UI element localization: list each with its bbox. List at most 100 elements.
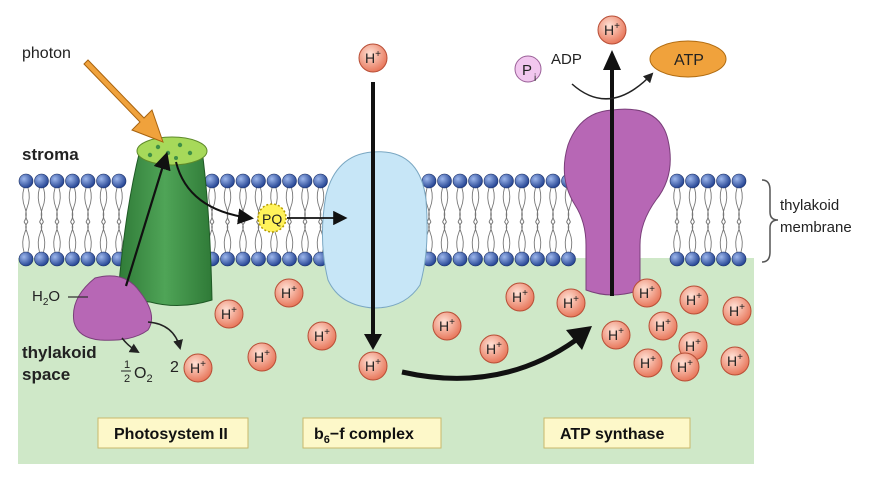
- lipid-head: [313, 173, 328, 189]
- lipid-tail: [471, 187, 480, 223]
- lipid-head: [545, 173, 561, 189]
- svg-text:O2: O2: [134, 365, 153, 385]
- lipid-tail: [440, 187, 449, 223]
- lipid-head: [545, 251, 561, 267]
- lipid-tail: [68, 221, 77, 253]
- photon-label: photon: [22, 45, 71, 62]
- proton: H+: [679, 285, 709, 315]
- lipid-tail: [719, 221, 728, 253]
- proton-label: H+: [563, 294, 579, 311]
- lipid-tail: [688, 221, 697, 253]
- lipid-head: [514, 173, 530, 189]
- pq-label: PQ: [262, 211, 282, 227]
- water-label: H2O: [32, 288, 60, 308]
- proton: H+: [307, 321, 337, 351]
- lipid-head: [297, 251, 313, 267]
- membrane-label-line2: membrane: [780, 219, 852, 236]
- lipid-tail: [84, 221, 92, 253]
- half-oxygen-label: 1 2 O2: [121, 359, 153, 385]
- lipid-tail: [68, 187, 77, 223]
- lipid-head: [282, 173, 297, 189]
- proton-label: H+: [281, 284, 297, 301]
- lipid-tail: [425, 187, 433, 223]
- proton: H+: [597, 15, 627, 45]
- lipid-tail: [301, 221, 309, 253]
- lipid-head: [18, 173, 34, 189]
- b6f-label-box: b6−f complex: [302, 417, 442, 449]
- stroma-label: stroma: [22, 145, 79, 164]
- proton: H+: [670, 352, 700, 382]
- proton: H+: [183, 353, 213, 383]
- lipid-head: [18, 251, 34, 267]
- atp-molecule: [649, 40, 727, 78]
- proton: H+: [632, 278, 662, 308]
- membrane-label-line1: thylakoid: [780, 197, 839, 214]
- oxygen-release-arrow: [121, 337, 140, 354]
- proton: H+: [556, 288, 586, 318]
- lipid-head: [220, 173, 235, 189]
- lipid-head: [731, 173, 747, 189]
- proton-label: H+: [640, 354, 656, 371]
- proton-label: H+: [314, 327, 330, 344]
- lipid-head: [685, 173, 700, 189]
- thylakoid-space-label-line1: thylakoid: [22, 343, 97, 362]
- lipid-head: [700, 173, 716, 189]
- lipid-tail: [254, 221, 263, 253]
- atp-synthase-label: ATP synthase: [560, 426, 664, 443]
- lipid-tail: [37, 221, 46, 253]
- atp-synthase: [563, 108, 671, 296]
- photosystem-label: Photosystem II: [114, 426, 228, 443]
- lipid-tail: [53, 221, 61, 253]
- lipid-tail: [549, 187, 557, 223]
- proton-label: H+: [512, 288, 528, 305]
- lipid-tail: [735, 221, 743, 253]
- atp-synthase-label-box: ATP synthase: [543, 417, 691, 449]
- lipid-tail: [704, 221, 712, 253]
- lipid-tail: [487, 221, 495, 253]
- proton-coefficient: 2: [170, 359, 179, 376]
- lipid-head: [266, 173, 282, 189]
- lipid-head: [65, 173, 80, 189]
- proton: H+: [432, 311, 462, 341]
- lipid-head: [34, 173, 49, 189]
- lipid-head: [561, 251, 576, 267]
- photon-arrow: [83, 59, 164, 143]
- lipid-head: [251, 173, 266, 189]
- b6f-proton-arrowhead: [364, 334, 382, 350]
- lipid-tail: [704, 187, 712, 223]
- lipid-tail: [502, 187, 511, 223]
- lipid-head: [49, 173, 65, 189]
- atp-label: ATP: [674, 52, 704, 69]
- gradient-flow-arrowhead: [566, 326, 592, 350]
- lipid-tail: [533, 187, 542, 223]
- lipid-tail: [115, 221, 123, 253]
- lipid-head: [49, 251, 65, 267]
- membrane-brace: [761, 179, 779, 263]
- proton-label: H+: [254, 348, 270, 365]
- lipid-head: [266, 251, 282, 267]
- electron-path-arrow-1: [124, 151, 171, 287]
- thylakoid-space-label-line2: space: [22, 365, 70, 384]
- synthase-proton-arrowhead: [603, 50, 621, 70]
- lipid-tail: [487, 187, 495, 223]
- lipid-tail: [564, 221, 573, 253]
- lipid-head: [421, 173, 437, 189]
- lipid-head: [235, 173, 251, 189]
- lipid-tail: [735, 187, 743, 223]
- proton: H+: [247, 342, 277, 372]
- proton: H+: [505, 282, 535, 312]
- proton-label: H+: [486, 340, 502, 357]
- svg-text:2: 2: [124, 373, 130, 385]
- lipid-head: [468, 173, 483, 189]
- lipid-tail: [533, 221, 542, 253]
- lipid-head: [282, 251, 297, 267]
- lipid-tail: [301, 187, 309, 223]
- lipid-tail: [518, 221, 526, 253]
- proton-label: H+: [685, 337, 701, 354]
- proton: H+: [358, 351, 388, 381]
- proton: H+: [722, 296, 752, 326]
- lipid-head: [437, 251, 452, 267]
- lipid-head: [34, 251, 49, 267]
- lipid-head: [731, 251, 747, 267]
- gradient-flow-arrow: [401, 337, 578, 381]
